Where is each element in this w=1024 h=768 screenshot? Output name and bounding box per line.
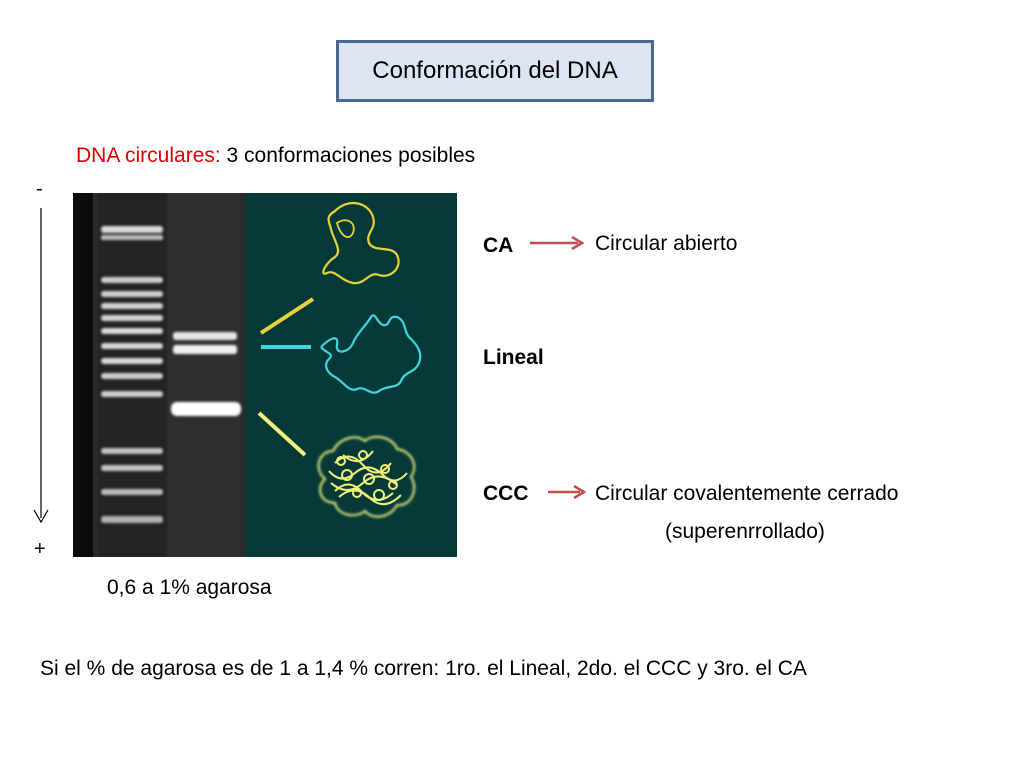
sample-bands [171, 332, 241, 416]
band-open-circular [173, 332, 237, 340]
open-circular-guide-line [259, 297, 315, 335]
open-circular-molecule-icon [322, 201, 400, 285]
slide-title-text: Conformación del DNA [372, 57, 618, 84]
gel-caption: 0,6 a 1% agarosa [107, 576, 272, 599]
open-circular-loop-icon [335, 219, 355, 238]
sample-lane [168, 193, 240, 557]
ccc-description: Circular covalentemente cerrado [595, 482, 899, 505]
subtitle-rest: 3 conformaciones posibles [226, 144, 476, 167]
ca-description: Circular abierto [595, 232, 738, 255]
band-linear [173, 345, 237, 354]
supercoiled-molecule-icon [317, 435, 416, 518]
gel-edge [73, 193, 93, 557]
ca-arrow-icon [530, 235, 585, 251]
negative-pole-label: - [36, 178, 43, 200]
supercoiled-guide-line [257, 411, 307, 457]
ladder-bands [101, 226, 163, 523]
ccc-detail: (superenrrollado) [665, 520, 825, 543]
linear-molecule-icon [320, 314, 422, 394]
positive-pole-label: + [34, 538, 46, 560]
slide-title: Conformación del DNA [336, 40, 654, 102]
ccc-label: CCC [483, 482, 529, 505]
subtitle: DNA circulares: 3 conformaciones posible… [76, 144, 475, 168]
gel-illustration [73, 193, 422, 557]
ca-label: CA [483, 234, 514, 257]
band-supercoiled [171, 402, 241, 416]
gel-figure [73, 193, 457, 557]
footer-note: Si el % de agarosa es de 1 a 1,4 % corre… [40, 657, 807, 680]
subtitle-highlight: DNA circulares: [76, 144, 221, 167]
linear-label: Lineal [483, 346, 544, 369]
ccc-arrow-icon [548, 484, 587, 500]
migration-direction-arrow [33, 208, 49, 524]
